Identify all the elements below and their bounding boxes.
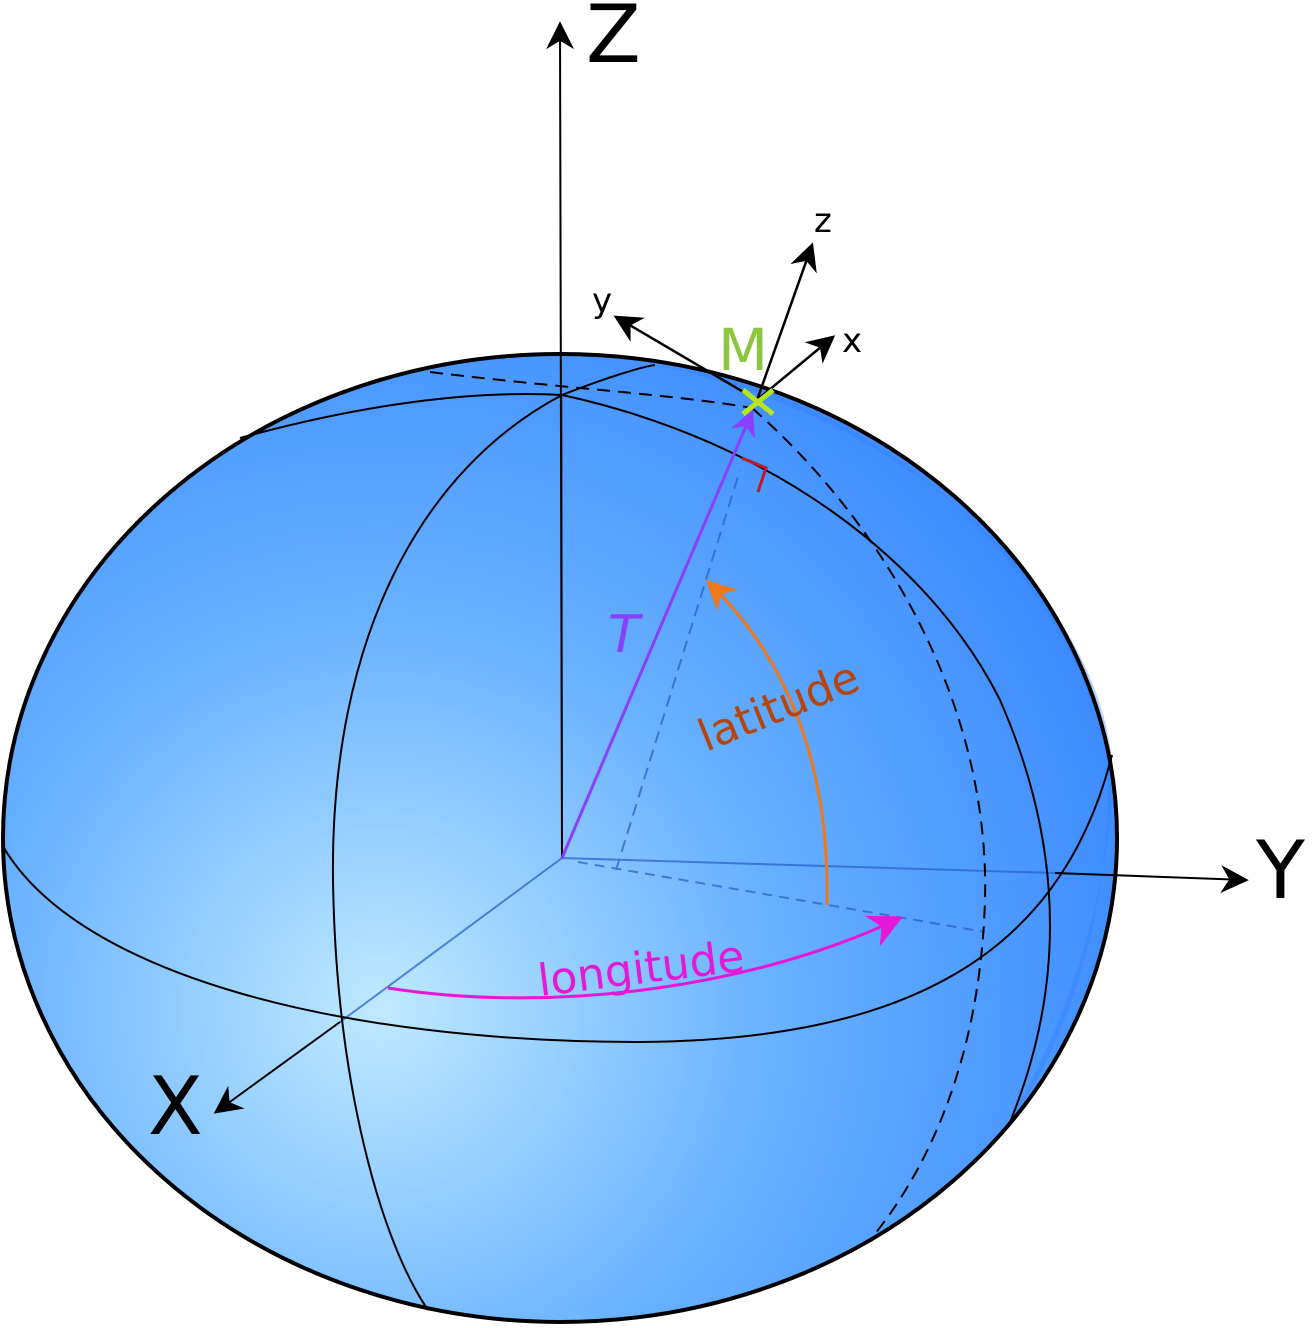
global-axes: [213, 21, 1249, 1114]
top-circle-right: [561, 364, 656, 396]
z-axis-label: Z: [586, 0, 641, 81]
latitude-arrow: [705, 579, 829, 906]
local-y-label: y: [592, 281, 612, 321]
top-circle-left: [239, 393, 563, 439]
longitude-arrow: [387, 915, 904, 1000]
vector-label: T: [608, 605, 644, 665]
x-axis-line: [213, 1021, 341, 1114]
y-axis-line: [1054, 865, 1249, 894]
equator-line: [3, 754, 1113, 1044]
meridian-through-point: [751, 407, 987, 1241]
local-y-line: [613, 315, 758, 402]
top-dashed-arc: [429, 371, 753, 409]
point-marker: [741, 388, 775, 416]
local-x-label: x: [842, 321, 862, 361]
local-z-label: z: [814, 201, 832, 241]
y-axis-label: Y: [1255, 824, 1306, 917]
point-label: M: [718, 316, 768, 384]
sphere-body: [3, 354, 1117, 1322]
meridian-front: [331, 394, 563, 1311]
local-z-line: [755, 242, 817, 401]
meridian-right: [561, 394, 1051, 1123]
sphere-grid: [3, 364, 1113, 1311]
vector-t: [560, 409, 755, 859]
z-axis-line: [546, 21, 575, 859]
x-axis-label: X: [148, 1060, 203, 1153]
right-angle-marker: [741, 456, 768, 493]
